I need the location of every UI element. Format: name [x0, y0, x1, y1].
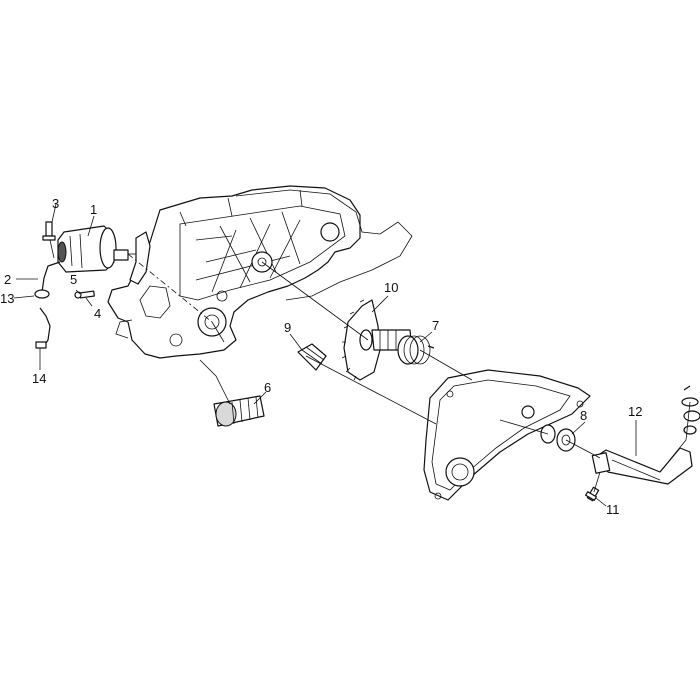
label-8: 8: [580, 408, 587, 423]
label-14: 14: [32, 371, 46, 386]
label-2: 2: [4, 272, 11, 287]
gasket: [235, 189, 413, 301]
bolt-3: [42, 221, 56, 241]
starter-bracket: [129, 231, 151, 285]
label-4: 4: [94, 306, 101, 321]
label-13: 13: [0, 291, 14, 306]
label-10: 10: [384, 280, 398, 295]
label-6: 6: [264, 380, 271, 395]
label-7: 7: [432, 318, 439, 333]
alignment-lines: [49, 239, 691, 493]
label-12: 12: [628, 404, 642, 419]
washer-8: [540, 424, 576, 452]
screw-4: [74, 290, 95, 299]
crankcase: [107, 185, 361, 359]
label-11: 11: [606, 502, 620, 517]
leader-lines: [13, 203, 637, 507]
starter-gear: [213, 395, 265, 427]
return-spring: [397, 335, 435, 365]
part-labels: 1 2 3 4 5 6 7 8 9 10 11 12 13 14: [0, 196, 642, 517]
label-9: 9: [284, 320, 291, 335]
cable-2: [41, 261, 61, 293]
label-3: 3: [52, 196, 59, 211]
kickstart-lever: [591, 447, 693, 485]
cable-14: [39, 307, 51, 347]
lever-pivot-parts: [681, 385, 700, 435]
label-1: 1: [90, 202, 97, 217]
terminal-14: [35, 341, 47, 349]
bolt-11: [585, 486, 600, 502]
transmission-cover: [423, 369, 591, 501]
label-5: 5: [70, 272, 77, 287]
washer-13: [34, 289, 50, 299]
starter-motor: [57, 225, 138, 273]
kickstart-shaft: [297, 343, 327, 371]
